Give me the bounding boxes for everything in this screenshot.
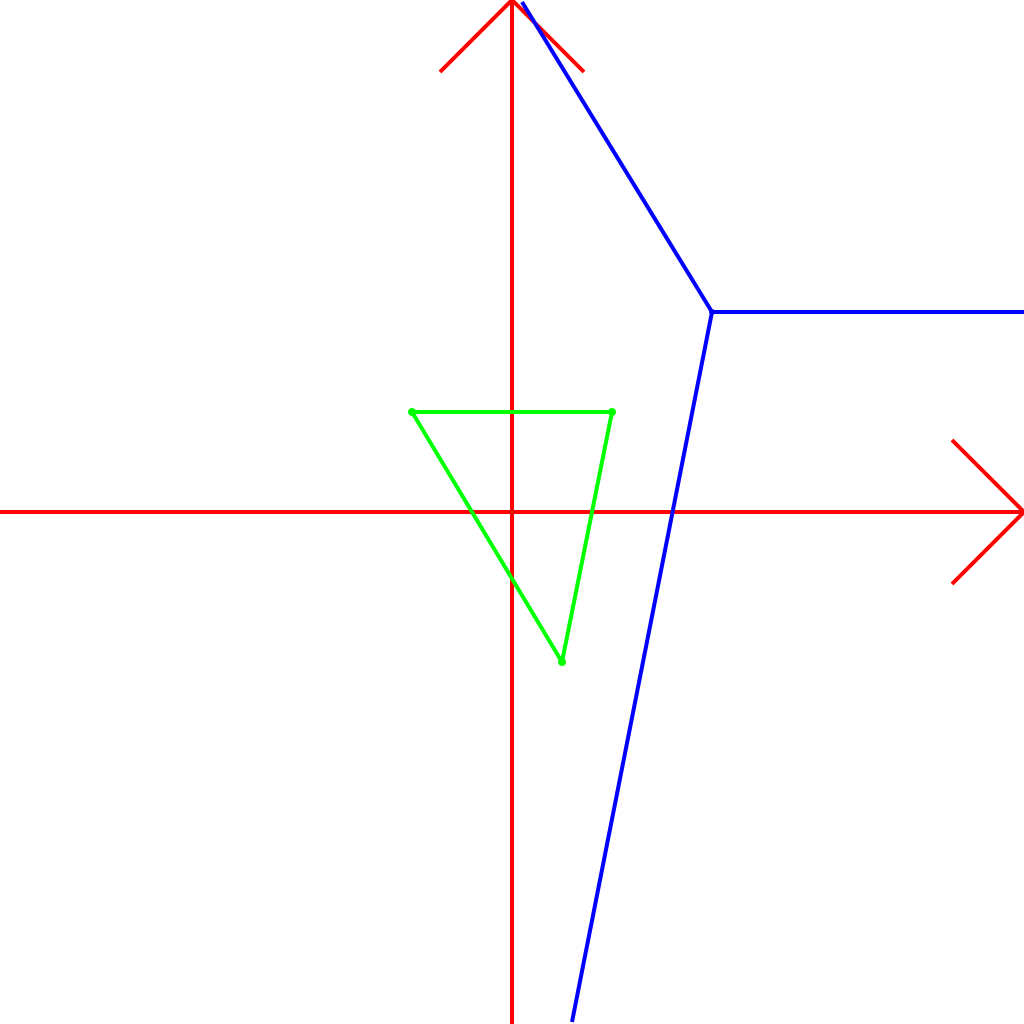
boundary-junction-point	[709, 309, 715, 315]
x-axis-arrowhead	[950, 438, 1024, 586]
triangle	[408, 408, 616, 666]
triangle-shape	[410, 410, 614, 664]
boundary-lines	[520, 0, 1024, 1023]
triangle-vertex-top-left	[408, 408, 416, 416]
boundary-ray-lower	[570, 311, 714, 1023]
triangle-vertex-bottom	[558, 658, 566, 666]
y-axis-arrowhead	[438, 0, 586, 74]
boundary-ray-upper	[520, 0, 714, 314]
triangle-vertex-top-right	[608, 408, 616, 416]
